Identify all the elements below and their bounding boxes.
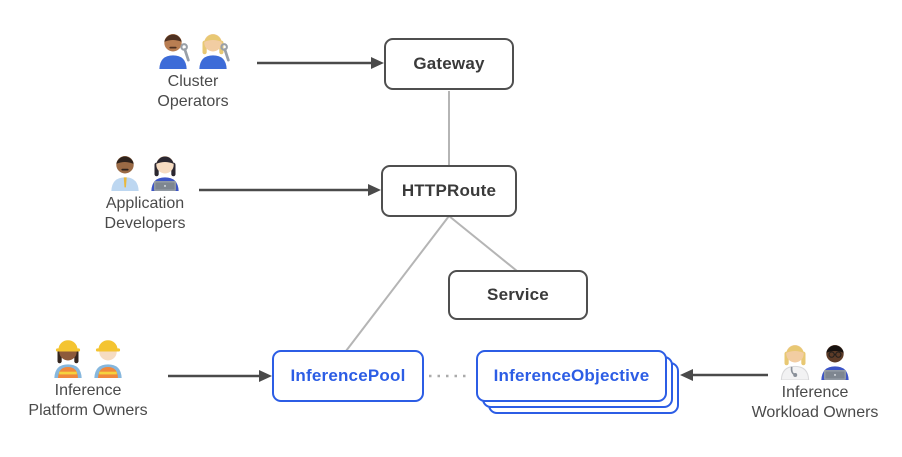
inference-pool-node: InferencePool	[272, 350, 424, 402]
label-line-2: Developers	[104, 215, 186, 232]
httproute-node: HTTPRoute	[381, 165, 517, 217]
inference-objective-label: InferenceObjective	[493, 366, 650, 385]
label-line-2: Platform Owners	[28, 402, 148, 419]
service-label: Service	[487, 285, 549, 304]
health-worker-emoji	[776, 338, 814, 381]
workload-owners-avatars	[776, 337, 854, 381]
platform-owners-avatars	[49, 335, 127, 378]
label-line-1: Inference	[781, 384, 849, 401]
arrowhead-icon	[371, 57, 384, 69]
man-technologist-dark-emoji	[816, 338, 854, 380]
inference-pool-label: InferencePool	[290, 366, 406, 385]
platform-owners-to-inferencepool-arrow	[168, 370, 272, 382]
man-construction-worker-emoji	[89, 336, 127, 378]
cluster-operators-to-gateway-arrow	[257, 57, 384, 69]
inference-objective-node: InferenceObjective	[476, 350, 667, 402]
label-line-2: Operators	[157, 93, 229, 110]
label-line-1: Cluster	[167, 73, 219, 90]
label-line-1: Inference	[54, 382, 122, 399]
label-line-2: Workload Owners	[751, 404, 879, 421]
woman-construction-worker-emoji	[49, 336, 87, 378]
actor-cluster-operators: Cluster Operators	[118, 26, 268, 112]
application-developers-label: Application Developers	[105, 194, 186, 234]
application-developers-avatars	[106, 148, 184, 191]
httproute-service-connector	[448, 215, 518, 272]
gateway-label: Gateway	[413, 54, 485, 73]
man-office-worker-emoji	[106, 149, 144, 191]
arrowhead-icon	[680, 369, 693, 381]
woman-mechanic-emoji	[194, 27, 232, 69]
inference-objective-stack: InferenceObjective	[476, 350, 680, 415]
actor-inference-platform-owners: Inference Platform Owners	[13, 335, 163, 421]
cluster-operators-avatars	[154, 26, 232, 69]
arrowhead-icon	[259, 370, 272, 382]
actor-inference-workload-owners: Inference Workload Owners	[740, 337, 890, 423]
httproute-label: HTTPRoute	[401, 181, 497, 200]
actor-application-developers: Application Developers	[70, 148, 220, 234]
application-developers-to-httproute-arrow	[199, 184, 381, 196]
httproute-inferencepool-connector	[345, 215, 450, 352]
service-node: Service	[448, 270, 588, 320]
gateway-node: Gateway	[384, 38, 514, 90]
inference-workload-owners-label: Inference Workload Owners	[752, 383, 879, 423]
cluster-operators-label: Cluster Operators	[157, 72, 228, 112]
label-line-1: Application	[105, 195, 185, 212]
arrowhead-icon	[368, 184, 381, 196]
woman-technologist-emoji	[146, 149, 184, 191]
man-mechanic-emoji	[154, 27, 192, 69]
inference-platform-owners-label: Inference Platform Owners	[28, 381, 147, 421]
